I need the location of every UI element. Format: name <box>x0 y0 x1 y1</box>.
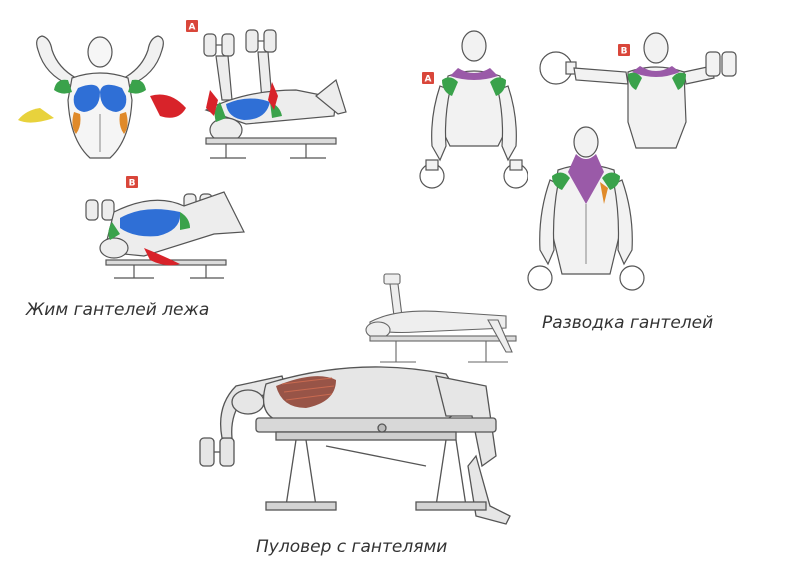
marker-b2-label: B <box>621 47 628 57</box>
chest-left-shape <box>73 84 100 112</box>
caption-flyes: Разводка гантелей <box>542 313 714 333</box>
caption-pullover: Пуловер с гантелями <box>256 537 448 557</box>
caption-bench-press: Жим гантелей лежа <box>26 300 210 320</box>
flyes-figure-side: B <box>536 26 742 156</box>
marker-a2-label: A <box>425 75 432 85</box>
bench-press-figure-a: A <box>186 20 356 160</box>
marker-a-badge <box>186 20 198 32</box>
marker-b-label: B <box>129 179 136 189</box>
marker-b2-badge <box>618 44 630 56</box>
anatomy-front-pose <box>10 30 190 160</box>
marker-a2-badge <box>422 72 434 84</box>
pullover-figure-large <box>186 356 526 526</box>
flyes-figure-back <box>522 124 652 294</box>
marker-b-badge <box>126 176 138 188</box>
marker-a-label: A <box>189 23 196 33</box>
lats-highlight <box>276 376 336 408</box>
flyes-figure-front: A <box>418 26 528 196</box>
bench-press-figure-b: B <box>84 172 254 282</box>
chest-right-shape <box>100 84 127 112</box>
pullover-figure-small <box>356 272 526 368</box>
